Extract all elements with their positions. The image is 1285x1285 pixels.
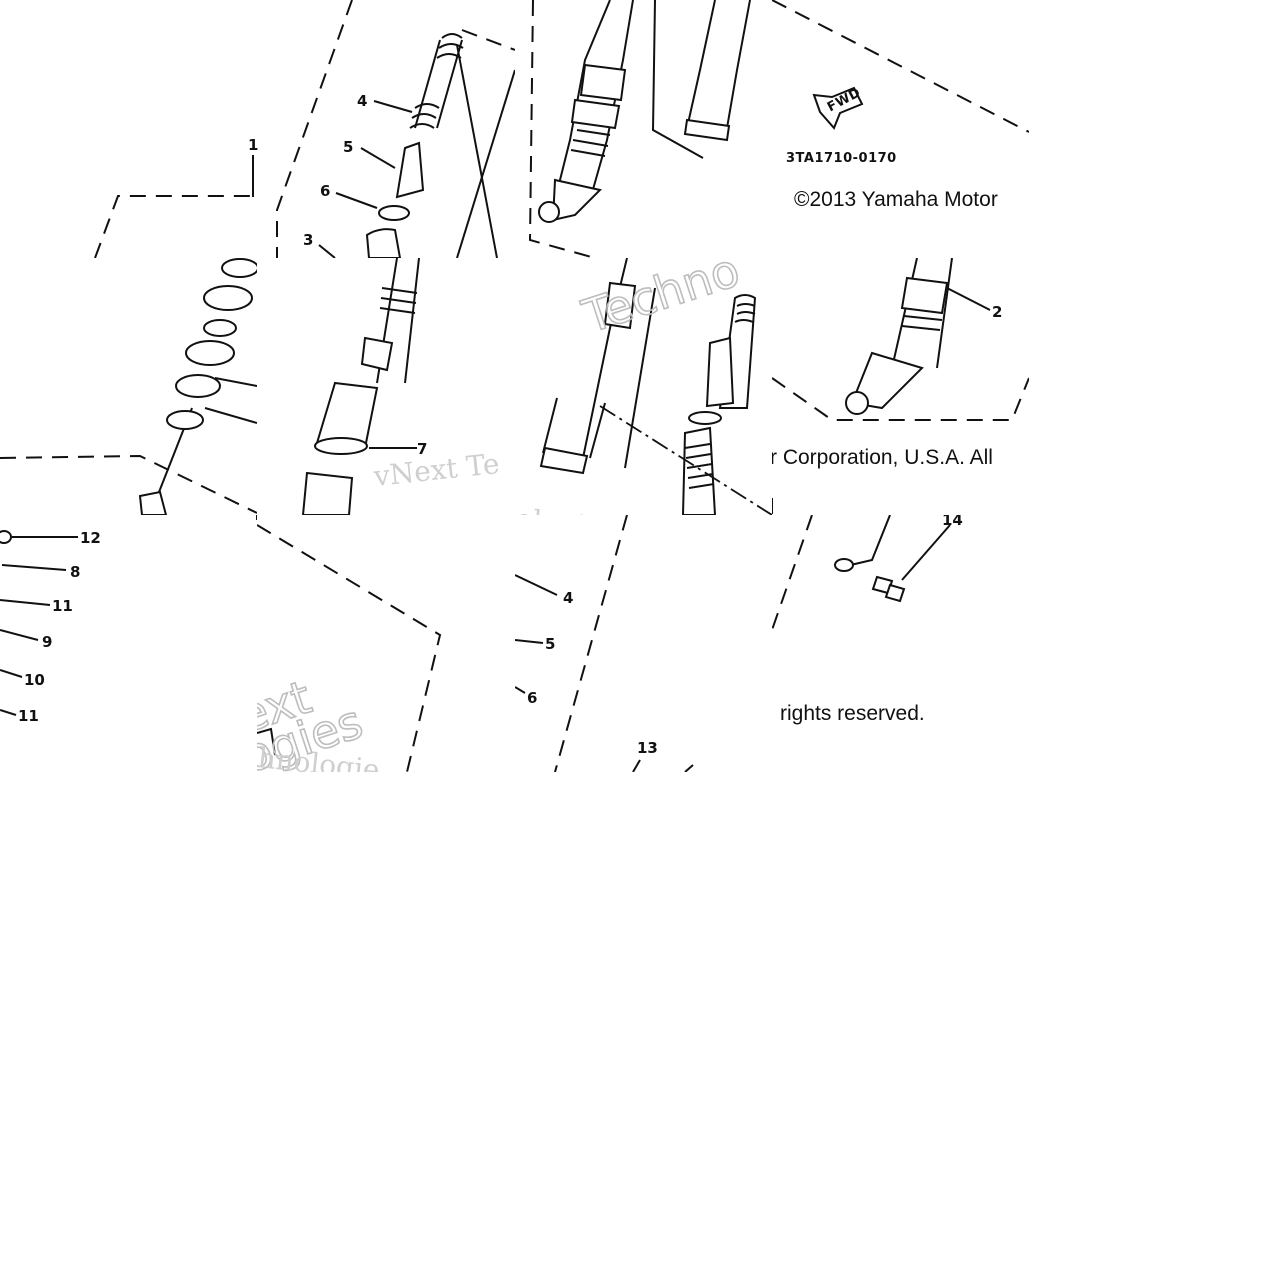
spring-icon bbox=[409, 33, 464, 129]
callout-8: 8 bbox=[70, 563, 80, 581]
axle-eye-icon bbox=[538, 201, 560, 223]
tile-bottom-left-drawing: 12 8 11 9 10 11 bbox=[0, 515, 257, 725]
callout-6: 6 bbox=[320, 182, 330, 200]
bottom-case-icon bbox=[850, 351, 924, 410]
outer-tube-icon bbox=[579, 63, 627, 102]
part-code: 3TA1710-0170 bbox=[786, 151, 897, 166]
callout-2: 2 bbox=[992, 303, 1002, 321]
callout-13: 13 bbox=[637, 739, 658, 757]
tile-middle-right: 2 r Corporation, U.S.A. All bbox=[772, 258, 1029, 515]
callout-3: 3 bbox=[303, 231, 313, 249]
tile-bottom-right-center: 4 5 6 13 bbox=[515, 515, 772, 772]
tile-top-center: 4 5 6 3 bbox=[257, 0, 515, 258]
callout-11a: 11 bbox=[52, 597, 73, 615]
tile-bottom-center: ext logies hnologie bbox=[257, 515, 515, 772]
copyright-line-2: r Corporation, U.S.A. All bbox=[772, 446, 993, 469]
fork-cap-icon bbox=[603, 281, 637, 330]
drain-bolt-icon bbox=[871, 575, 906, 603]
callout-11b: 11 bbox=[18, 707, 39, 725]
tile-top-right-center-drawing bbox=[528, 0, 751, 258]
copyright-line-1: ©2013 Yamaha Motor bbox=[794, 188, 998, 211]
tile-middle-center: 7 vNext Te bbox=[257, 258, 515, 515]
nut-icon bbox=[0, 530, 12, 544]
outer-tube-bottom-icon bbox=[539, 446, 589, 475]
fwd-arrow-icon: FWD bbox=[812, 85, 863, 130]
tile-middle-right-center: Techno ologies bbox=[515, 258, 772, 515]
tile-top-right-drawing: FWD 3TA1710-0170 ©2013 Yamaha Motor bbox=[772, 0, 1029, 211]
fork-boot-icon bbox=[681, 426, 717, 515]
steering-stem-icon bbox=[138, 490, 168, 515]
callout-4b: 4 bbox=[563, 589, 573, 607]
tile-top-right: FWD 3TA1710-0170 ©2013 Yamaha Motor bbox=[772, 0, 1029, 258]
copyright-line-3: rights reserved. bbox=[780, 702, 925, 725]
tile-bottom-center-drawing: ext logies hnologie bbox=[257, 524, 442, 772]
tile-top-right-center bbox=[515, 0, 772, 258]
callout-14: 14 bbox=[942, 515, 963, 529]
tile-middle-right-drawing: 2 r Corporation, U.S.A. All bbox=[772, 258, 1029, 515]
bearing-stack-icon bbox=[166, 258, 257, 430]
callout-1: 1 bbox=[248, 136, 258, 154]
seat-cone-icon bbox=[395, 141, 425, 199]
watermark-brand-c: ologies bbox=[515, 502, 618, 515]
tile-top-center-drawing: 4 5 6 3 bbox=[276, 0, 515, 258]
watermark-brand-a: vNext Te bbox=[371, 447, 501, 493]
o-ring-icon bbox=[378, 205, 410, 221]
callout-7: 7 bbox=[417, 440, 427, 458]
seal-ring-icon bbox=[314, 437, 368, 455]
tile-middle-center-drawing: 7 vNext Te bbox=[301, 258, 501, 515]
washer-icon bbox=[834, 558, 854, 572]
tile-middle-left bbox=[0, 258, 257, 515]
tile-middle-left-drawing bbox=[0, 258, 257, 515]
tile-bottom-right-drawing: 14 rights reserved. bbox=[772, 515, 963, 725]
tile-bottom-left: 12 8 11 9 10 11 bbox=[0, 515, 257, 772]
callout-5: 5 bbox=[343, 138, 353, 156]
left-overlay-drawing: 1 bbox=[94, 136, 258, 258]
callout-9: 9 bbox=[42, 633, 52, 651]
tile-bottom-right-center-drawing: 4 5 6 13 bbox=[515, 515, 694, 772]
tube-top-icon bbox=[365, 228, 402, 258]
watermark-brand-b: Techno bbox=[576, 258, 746, 344]
callout-10: 10 bbox=[24, 671, 45, 689]
inner-tube-end-icon bbox=[683, 118, 731, 142]
tile-middle-right-center-drawing: Techno ologies bbox=[515, 258, 772, 515]
tile-bottom-right: 14 rights reserved. bbox=[772, 515, 1029, 772]
callout-6b: 6 bbox=[527, 689, 537, 707]
callout-5b: 5 bbox=[545, 635, 555, 653]
callout-12: 12 bbox=[80, 529, 101, 547]
axle-eye-icon-2 bbox=[845, 391, 869, 415]
callout-4: 4 bbox=[357, 92, 367, 110]
